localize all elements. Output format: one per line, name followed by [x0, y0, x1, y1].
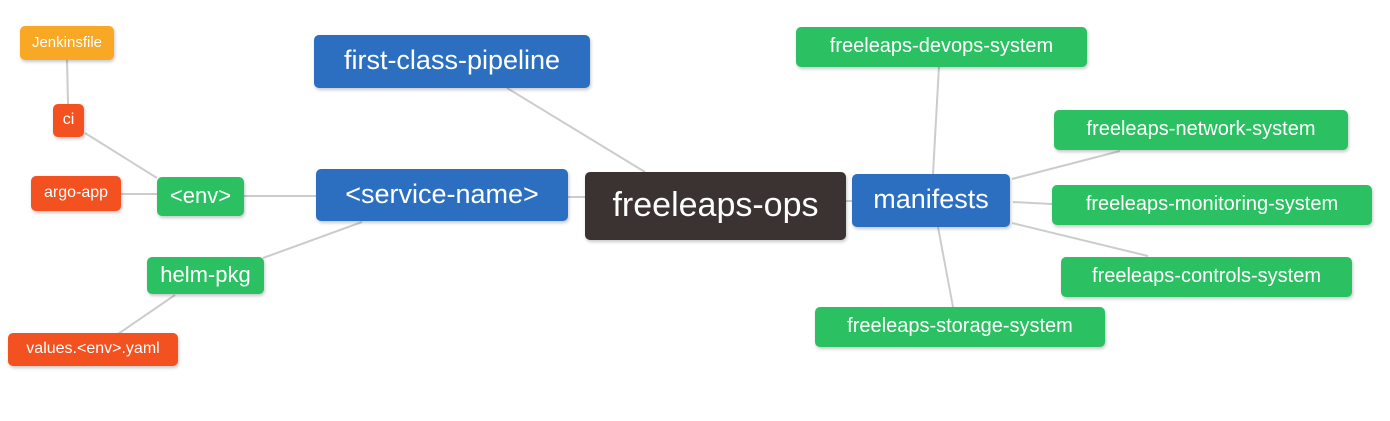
node-label: helm-pkg	[160, 261, 251, 287]
node-label: first-class-pipeline	[343, 45, 561, 75]
node-jenkinsfile[interactable]: Jenkinsfile	[20, 26, 114, 60]
edge-manifests-monitoring-system	[1012, 201, 1053, 205]
node-label: freeleaps-controls-system	[1092, 265, 1321, 287]
node-label: <env>	[169, 182, 232, 208]
node-ci[interactable]: ci	[53, 104, 84, 137]
node-storage-system[interactable]: freeleaps-storage-system	[815, 307, 1105, 347]
node-label: freeleaps-ops	[612, 186, 819, 224]
edge-service-name-helm-pkg	[262, 221, 363, 259]
edge-freeleaps-ops-first-class-pipeline	[506, 87, 646, 173]
node-label: ci	[62, 110, 75, 128]
node-manifests[interactable]: manifests	[852, 174, 1010, 227]
node-label: freeleaps-network-system	[1086, 118, 1316, 140]
node-label: freeleaps-monitoring-system	[1085, 193, 1339, 215]
node-label: freeleaps-storage-system	[847, 315, 1073, 337]
node-monitoring-system[interactable]: freeleaps-monitoring-system	[1052, 185, 1372, 225]
node-label: values.<env>.yaml	[26, 339, 160, 357]
node-argo-app[interactable]: argo-app	[31, 176, 121, 211]
node-service-name[interactable]: <service-name>	[316, 169, 568, 221]
node-label: <service-name>	[345, 178, 539, 209]
edge-manifests-controls-system	[1011, 222, 1149, 257]
node-label: manifests	[873, 184, 989, 214]
edge-helm-pkg-values-env-yaml	[117, 294, 176, 335]
node-env[interactable]: <env>	[157, 177, 244, 216]
edge-env-ci	[84, 132, 158, 179]
node-label: Jenkinsfile	[31, 33, 103, 51]
node-controls-system[interactable]: freeleaps-controls-system	[1061, 257, 1352, 297]
edge-manifests-storage-system	[937, 226, 954, 308]
edge-manifests-devops-system	[932, 65, 940, 175]
node-freeleaps-ops[interactable]: freeleaps-ops	[585, 172, 846, 240]
node-network-system[interactable]: freeleaps-network-system	[1054, 110, 1348, 150]
node-helm-pkg[interactable]: helm-pkg	[147, 257, 264, 294]
node-first-class-pipeline[interactable]: first-class-pipeline	[314, 35, 590, 88]
node-devops-system[interactable]: freeleaps-devops-system	[796, 27, 1087, 67]
edge-ci-jenkinsfile	[66, 59, 69, 105]
node-label: freeleaps-devops-system	[829, 35, 1054, 57]
edge-manifests-network-system	[1011, 150, 1121, 180]
node-values-env-yaml[interactable]: values.<env>.yaml	[8, 333, 178, 366]
node-label: argo-app	[43, 183, 109, 201]
